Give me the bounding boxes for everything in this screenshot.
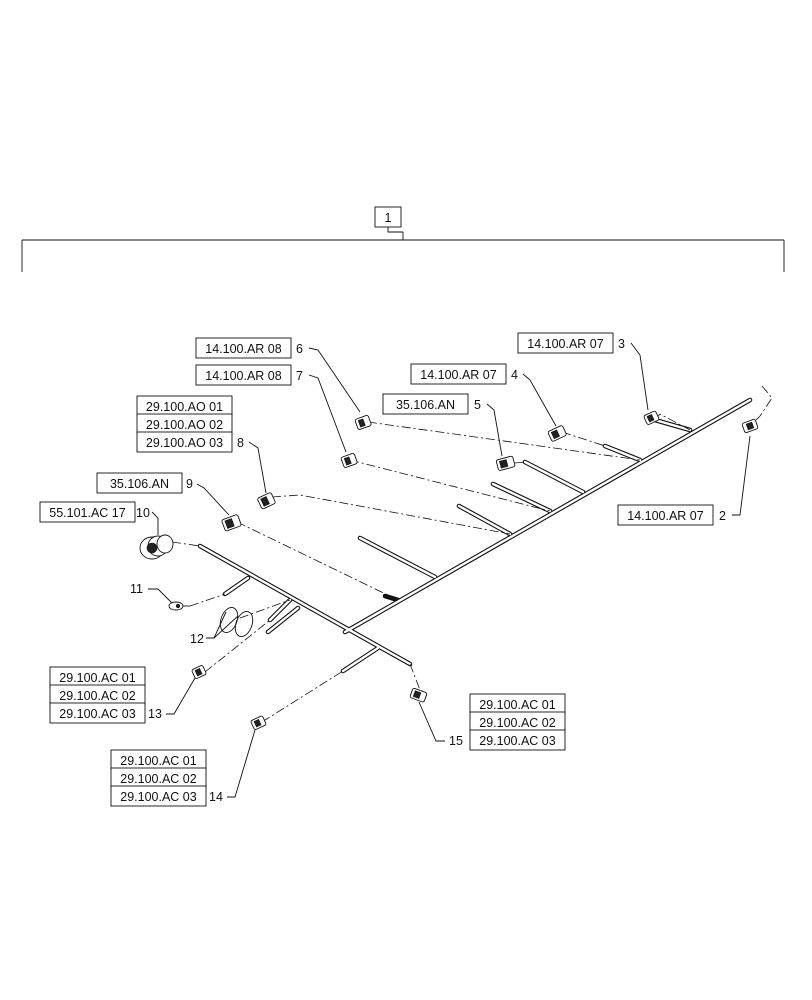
- callout-item-2: 14.100.AR 07 2: [617, 435, 751, 526]
- callout-item-10: 55.101.AC 17 10: [39, 501, 159, 535]
- connection-lines: [171, 385, 773, 723]
- connector-4-icon[interactable]: [547, 425, 567, 442]
- ref-label[interactable]: 14.100.AR 07: [527, 337, 603, 351]
- item-number: 15: [449, 734, 463, 748]
- item-number: 4: [511, 368, 518, 382]
- connector-15-icon[interactable]: [409, 688, 428, 703]
- item-number: 10: [136, 506, 150, 520]
- connector-3-icon[interactable]: [643, 410, 660, 426]
- item-number: 5: [474, 398, 481, 412]
- connector-7-icon[interactable]: [340, 453, 358, 468]
- item-number: 12: [190, 632, 204, 646]
- connector-5-icon[interactable]: [495, 455, 516, 471]
- ring-terminal-11-icon[interactable]: [168, 601, 190, 611]
- ref-label[interactable]: 35.106.AN: [110, 477, 169, 491]
- item-number: 9: [186, 477, 193, 491]
- item-number: 11: [130, 582, 143, 596]
- ref-label[interactable]: 29.100.AO 01: [146, 400, 223, 414]
- connector-8-icon[interactable]: [257, 492, 276, 510]
- ref-label[interactable]: 29.100.AC 01: [120, 754, 196, 768]
- callout-item-3: 14.100.AR 07 3: [517, 332, 649, 411]
- ref-label[interactable]: 55.101.AC 17: [49, 506, 125, 520]
- item-number: 7: [296, 369, 303, 383]
- ref-label[interactable]: 14.100.AR 07: [627, 509, 703, 523]
- ref-label[interactable]: 29.100.AC 02: [120, 772, 196, 786]
- ref-label[interactable]: 29.100.AC 01: [59, 671, 135, 685]
- callout-item-13: 29.100.AC 01 29.100.AC 02 29.100.AC 03 1…: [49, 666, 196, 724]
- ref-label[interactable]: 29.100.AC 02: [479, 716, 555, 730]
- callout-item-12: 12: [190, 611, 239, 646]
- connectors: [139, 410, 759, 731]
- ref-label[interactable]: 29.100.AC 03: [59, 707, 135, 721]
- ref-label[interactable]: 14.100.AR 08: [205, 342, 281, 356]
- item-number: 6: [296, 342, 303, 356]
- callout-item-9: 35.106.AN 9: [96, 472, 230, 516]
- assembly-bracket: 1: [21, 206, 785, 272]
- callout-item-15: 29.100.AC 01 29.100.AC 02 29.100.AC 03 1…: [418, 693, 566, 751]
- ref-label[interactable]: 35.106.AN: [396, 398, 455, 412]
- ref-label[interactable]: 29.100.AO 02: [146, 418, 223, 432]
- round-connector-10-icon[interactable]: [139, 534, 174, 560]
- item-number: 14: [209, 790, 223, 804]
- connector-9-icon[interactable]: [221, 514, 242, 532]
- ref-label[interactable]: 29.100.AC 03: [120, 790, 196, 804]
- item-number: 8: [237, 436, 244, 450]
- harness-trunk: [197, 397, 753, 674]
- callout-item-7: 14.100.AR 08 7: [195, 364, 347, 453]
- ref-label[interactable]: 29.100.AO 03: [146, 436, 223, 450]
- cable-ties-12-icon: [219, 607, 254, 637]
- connector-13-icon[interactable]: [191, 665, 207, 679]
- item-number: 2: [719, 509, 726, 523]
- assembly-item-number[interactable]: 1: [385, 211, 392, 225]
- item-number: 13: [148, 707, 162, 721]
- ref-label[interactable]: 29.100.AC 02: [59, 689, 135, 703]
- callout-item-4: 14.100.AR 07 4: [410, 363, 557, 427]
- ref-label[interactable]: 14.100.AR 08: [205, 369, 281, 383]
- callout-item-6: 14.100.AR 08 6: [195, 337, 361, 413]
- item-number: 3: [618, 337, 625, 351]
- ref-label[interactable]: 29.100.AC 01: [479, 698, 555, 712]
- callout-item-5: 35.106.AN 5: [382, 393, 503, 457]
- callout-item-11: 11: [130, 582, 173, 604]
- callout-item-8: 29.100.AO 01 29.100.AO 02 29.100.AO 03 8: [136, 395, 267, 494]
- ref-label[interactable]: 29.100.AC 03: [479, 734, 555, 748]
- callout-item-14: 29.100.AC 01 29.100.AC 02 29.100.AC 03 1…: [110, 729, 256, 807]
- connector-14-icon[interactable]: [250, 715, 267, 731]
- connector-2-icon[interactable]: [741, 419, 759, 433]
- connector-6-icon[interactable]: [354, 415, 372, 430]
- ref-label[interactable]: 14.100.AR 07: [420, 368, 496, 382]
